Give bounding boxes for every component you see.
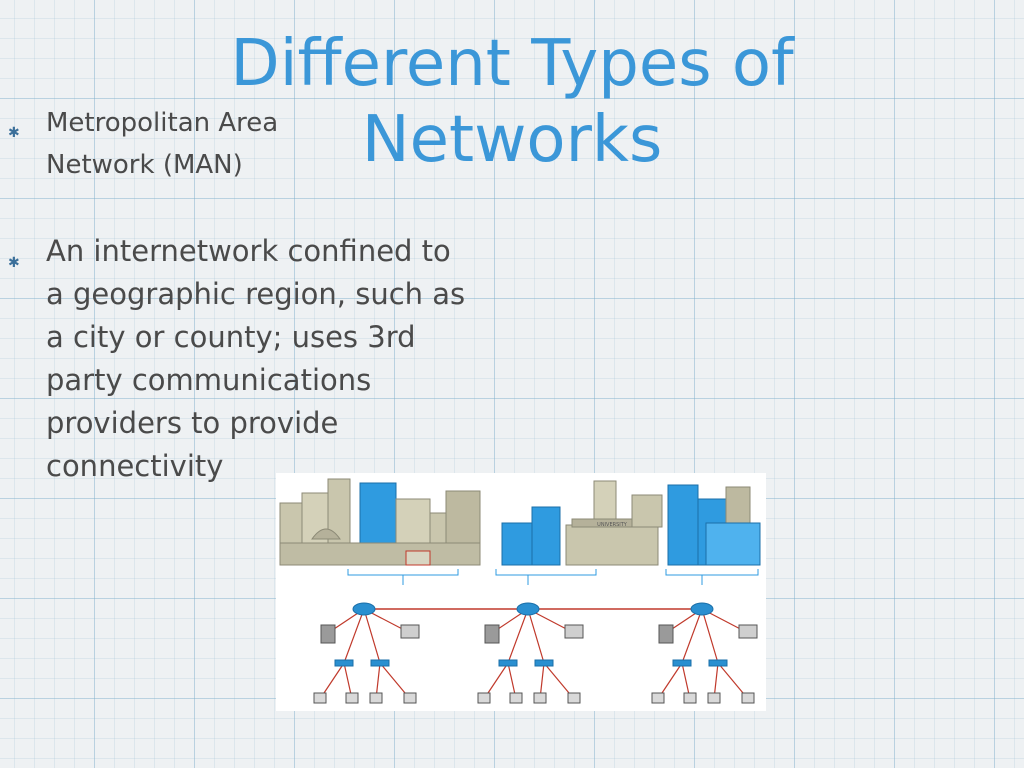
switch-icon [334, 659, 354, 667]
slide-title: Different Types of Networks [230, 27, 794, 177]
workstation-icon [564, 624, 584, 639]
bullet-item-definition: ✱ An internetwork confined to a geograph… [0, 230, 466, 488]
switch-icon [534, 659, 554, 667]
server-icon [484, 624, 500, 644]
workstation-icon [738, 624, 758, 639]
pc-icon [533, 692, 547, 704]
pc-icon [345, 692, 359, 704]
pc-icon [313, 692, 327, 704]
pc-icon [477, 692, 491, 704]
pc-icon [403, 692, 417, 704]
asterisk-icon: ✱ [8, 255, 20, 271]
university-sign: UNIVERSITY [597, 522, 628, 528]
pc-icon [509, 692, 523, 704]
server-icon [320, 624, 336, 644]
switch-icon [672, 659, 692, 667]
router-icon [352, 602, 376, 616]
switch-icon [370, 659, 390, 667]
router-icon [690, 602, 714, 616]
bullet-item-man: ✱ Metropolitan Area Network (MAN) [0, 102, 346, 186]
city-skyline-middle: UNIVERSITY [501, 480, 663, 566]
asterisk-icon: ✱ [8, 125, 20, 141]
bullet-list: ✱ Metropolitan Area Network (MAN) ✱ An i… [0, 102, 465, 488]
workstation-icon [400, 624, 420, 639]
pc-icon [567, 692, 581, 704]
pc-icon [741, 692, 755, 704]
server-icon [658, 624, 674, 644]
bullet-text: Metropolitan Area Network (MAN) [46, 108, 279, 180]
city-skyline-left [279, 478, 481, 566]
pc-icon [651, 692, 665, 704]
city-skyline-right [667, 484, 761, 566]
switch-icon [498, 659, 518, 667]
pc-icon [683, 692, 697, 704]
man-network-diagram: UNIVERSITY [276, 473, 766, 711]
bullet-text: An internetwork confined to a geographic… [46, 234, 466, 483]
lan-sites [313, 602, 758, 704]
switch-icon [708, 659, 728, 667]
pc-icon [369, 692, 383, 704]
pc-icon [707, 692, 721, 704]
router-icon [516, 602, 540, 616]
